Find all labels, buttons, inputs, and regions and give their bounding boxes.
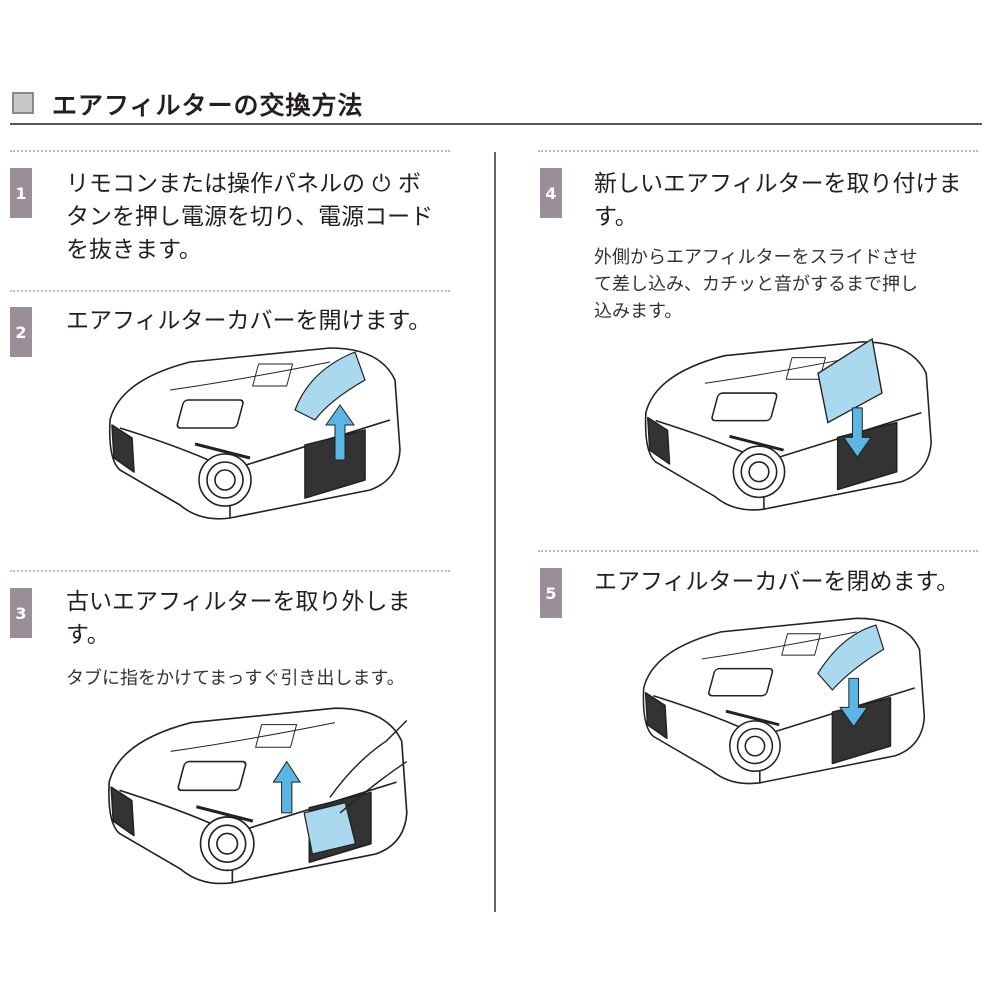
arrow-down-icon — [839, 677, 869, 728]
projector-illustration-insert-filter — [644, 337, 932, 511]
step-divider — [10, 150, 450, 152]
projector-illustration-open-cover — [108, 347, 401, 520]
step-3-text: 古いエアフィルターを取り外しま す。 — [66, 586, 411, 652]
step-4-sub-line: 外側からエアフィルターをスライドさせ — [594, 247, 918, 268]
arrow-up-icon — [272, 760, 302, 814]
column-divider — [494, 152, 496, 912]
step-3-line: す。 — [66, 622, 110, 648]
step-divider — [538, 550, 978, 552]
step-divider — [10, 570, 450, 572]
title-square-icon — [12, 92, 34, 114]
step-1-line: リモコンまたは操作パネルの ⏻ ボ — [66, 171, 421, 197]
step-4-subtext: 外側からエアフィルターをスライドさせ て差し込み、カチッと音がするまで押し 込み… — [594, 244, 918, 325]
step-4-text: 新しいエアフィルターを取り付けま す。 — [594, 168, 962, 234]
air-filter — [817, 337, 883, 424]
step-1-line: タンを押し電源を切り、電源コード — [66, 204, 434, 230]
step-1-text: リモコンまたは操作パネルの ⏻ ボ タンを押し電源を切り、電源コード を抜きます… — [66, 168, 433, 267]
projector-illustration-remove-filter — [108, 707, 408, 885]
step-4-line: 新しいエアフィルターを取り付けま — [594, 171, 962, 197]
step-1-badge: 1 — [10, 168, 32, 218]
step-5-line: エアフィルターカバーを閉めます。 — [594, 569, 960, 595]
filter-cover — [294, 351, 366, 421]
step-2-badge: 2 — [10, 307, 32, 357]
step-divider — [538, 150, 978, 152]
step-2-text: エアフィルターカバーを開けます。 — [66, 305, 431, 338]
title-rule — [10, 123, 982, 125]
step-3-line: 古いエアフィルターを取り外しま — [66, 589, 411, 615]
step-3-subtext: タブに指をかけてまっすぐ引き出します。 — [66, 668, 405, 689]
step-4-badge: 4 — [540, 168, 562, 218]
step-1-line: を抜きます。 — [66, 237, 202, 263]
step-4-sub-line: て差し込み、カチッと音がするまで押し — [594, 274, 918, 295]
step-4-line: す。 — [594, 204, 638, 230]
air-filter — [303, 801, 357, 855]
step-5-badge: 5 — [540, 568, 562, 618]
page-title: エアフィルターの交換方法 — [52, 91, 364, 120]
step-4-sub-line: 込みます。 — [594, 301, 683, 322]
step-divider — [10, 290, 450, 292]
step-5-text: エアフィルターカバーを閉めます。 — [594, 566, 959, 599]
step-3-badge: 3 — [10, 588, 32, 638]
arrow-up-icon — [325, 404, 355, 461]
arrow-down-icon — [842, 407, 873, 458]
projector-illustration-close-cover — [642, 617, 926, 785]
step-2-line: エアフィルターカバーを開けます。 — [66, 308, 432, 334]
filter-cover — [817, 624, 885, 691]
hand — [329, 720, 408, 814]
